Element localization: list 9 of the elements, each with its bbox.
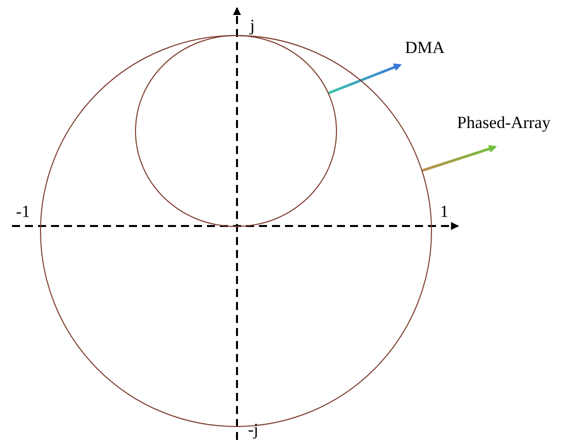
callout-label: DMA [405,38,445,58]
axis-label: -1 [16,202,30,222]
callout-label: Phased-Array [457,113,550,133]
axis-label: -j [248,420,258,440]
axis-label: j [250,16,255,36]
leader-arrow [422,145,497,172]
axis-label: 1 [440,202,448,222]
circle-outline [135,35,337,227]
leader-arrow [328,63,402,94]
